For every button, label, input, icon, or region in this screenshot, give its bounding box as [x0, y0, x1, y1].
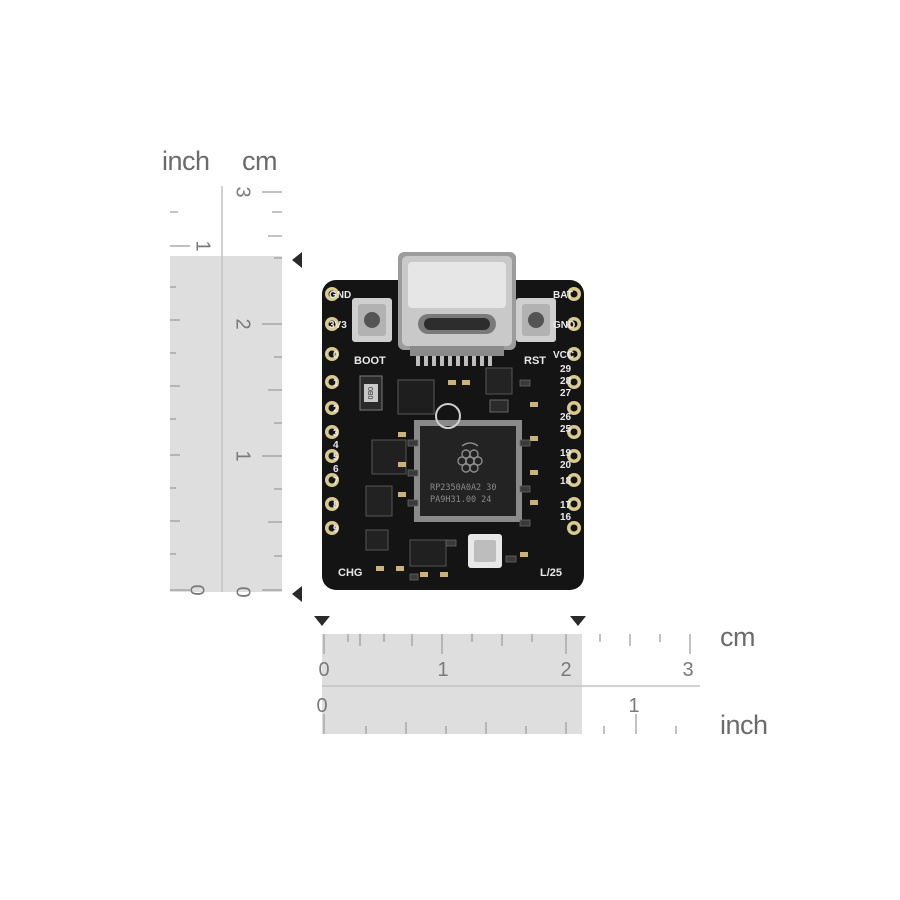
pin-label-17: 17 [560, 500, 572, 511]
pin-label-bat: BAT [553, 290, 573, 301]
horizontal-ruler-cm-label: cm [720, 622, 756, 652]
vertical-top-arrow [292, 252, 302, 268]
horizontal-inch-tick-0: 0 [316, 695, 327, 717]
pin-label-9: 9 [333, 524, 339, 535]
rp2350-chip: RP2350A0A2 30 PA9H31.00 24 [414, 403, 522, 522]
vertical-ruler-highlight [170, 256, 282, 592]
vertical-cm-ticks [262, 191, 282, 591]
l25-label: L/25 [540, 567, 562, 579]
pin-label-28: 28 [560, 376, 572, 387]
pin-label-gnd-right: GND [553, 320, 575, 331]
smd-components [359, 367, 538, 581]
left-pin-labels: GND 3V3 0 1 2 3 4 5 6 7 8 9 [329, 290, 351, 535]
boot-button [352, 298, 392, 342]
pin-label-3: 3 [333, 428, 339, 439]
pin-label-29: 29 [560, 364, 572, 375]
pin-label-5: 5 [333, 452, 339, 463]
pin-label-3v3: 3V3 [329, 320, 347, 331]
horizontal-inch-tick-1: 1 [628, 695, 639, 717]
reset-button [516, 298, 556, 342]
component-marking: 0B0 [366, 387, 373, 400]
rst-label: RST [524, 355, 546, 367]
vertical-ruler-cm-label: cm [242, 146, 278, 176]
raspberry-logo-icon [457, 442, 483, 473]
vertical-cm-tick-3: 3 [232, 186, 254, 197]
boot-label: BOOT [354, 355, 386, 367]
vertical-inch-tick-0: 0 [186, 584, 208, 595]
horizontal-cm-tick-3: 3 [682, 659, 693, 681]
vertical-ruler-inch-label: inch [162, 146, 210, 176]
horizontal-cm-tick-0: 0 [318, 659, 329, 681]
vertical-cm-tick-1: 1 [232, 450, 254, 461]
pin-label-8: 8 [333, 500, 339, 511]
pcb-board: GND 3V3 0 1 2 3 4 5 6 7 8 9 BAT GND VCC … [322, 252, 584, 590]
chip-marking-line-2: PA9H31.00 24 [430, 495, 491, 505]
pin-label-25: 25 [560, 424, 572, 435]
pin-label-16: 16 [560, 512, 572, 523]
horizontal-ruler-highlight [322, 634, 582, 734]
pin-label-vcc: VCC [553, 350, 574, 361]
pin-label-18: 18 [560, 476, 572, 487]
horizontal-ruler: 0 1 2 3 0 1 [314, 616, 700, 734]
pin-label-4: 4 [333, 440, 339, 451]
chg-label: CHG [338, 567, 362, 579]
vertical-bottom-arrow [292, 586, 302, 602]
horizontal-cm-tick-1: 1 [437, 659, 448, 681]
chip-marking-line-1: RP2350A0A2 30 [430, 483, 497, 493]
pin-label-20: 20 [560, 460, 572, 471]
pin-label-gnd-left: GND [329, 290, 351, 301]
horizontal-ruler-inch-label: inch [720, 710, 768, 740]
pin-label-27: 27 [560, 388, 572, 399]
pin-label-2: 2 [333, 404, 339, 415]
vertical-inch-tick-1: 1 [192, 240, 214, 251]
pin-label-6: 6 [333, 464, 339, 475]
pin-label-7: 7 [333, 476, 339, 487]
horizontal-left-arrow [314, 616, 330, 626]
pin-label-26: 26 [560, 412, 572, 423]
pin-label-19: 19 [560, 448, 572, 459]
vertical-cm-tick-0: 0 [232, 586, 254, 597]
right-pin-labels: BAT GND VCC 29 28 27 26 25 19 20 18 17 1… [553, 290, 575, 523]
vertical-ruler: 0 1 0 1 2 3 [170, 186, 302, 602]
pin-label-0: 0 [333, 350, 339, 361]
usb-c-connector [398, 252, 516, 366]
horizontal-cm-ticks [323, 634, 691, 654]
vertical-inch-ticks [170, 211, 190, 591]
vertical-cm-tick-2: 2 [232, 318, 254, 329]
horizontal-cm-tick-2: 2 [560, 659, 571, 681]
horizontal-right-arrow [570, 616, 586, 626]
horizontal-inch-ticks [323, 714, 677, 734]
pin-label-1: 1 [333, 378, 339, 389]
